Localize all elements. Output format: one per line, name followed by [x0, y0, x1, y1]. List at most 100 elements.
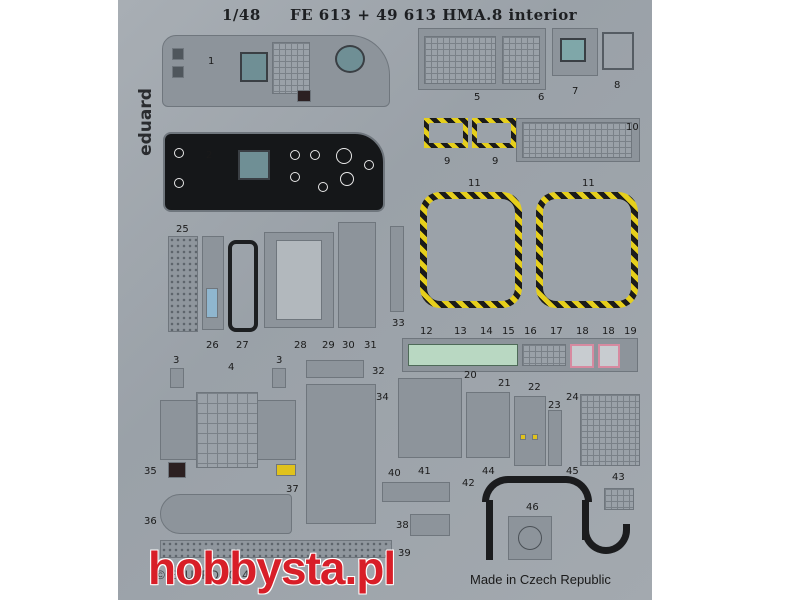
part-8-frame [602, 32, 634, 70]
part-label: 4 [228, 362, 235, 373]
part-label: 44 [482, 466, 495, 477]
part-7-screen [560, 38, 586, 62]
scale-label: 1/48 [222, 6, 261, 24]
part-9-hazard-frame [472, 118, 516, 148]
part-label: 29 [322, 340, 335, 351]
part-46-round-grille [518, 526, 542, 550]
dial-icon [310, 150, 320, 160]
dial-icon [174, 148, 184, 158]
part-25-perforated [168, 236, 198, 332]
part-1-red-lamp [297, 90, 311, 102]
part-label: 22 [528, 382, 541, 393]
part-label: 19 [624, 326, 637, 337]
part-18-pink-frame [598, 344, 620, 368]
dial-icon [290, 172, 300, 182]
part-38-strip [410, 514, 450, 536]
part-30-31-strip [338, 222, 376, 328]
part-label: 45 [566, 466, 579, 477]
part-label: 6 [538, 92, 545, 103]
attitude-indicator-icon [336, 148, 352, 164]
part-label: 38 [396, 520, 409, 531]
part-label: 35 [144, 466, 157, 477]
part-1-knob [172, 48, 184, 60]
part-10-switch-grid [522, 122, 632, 158]
part-label: 9 [492, 156, 499, 167]
part-label: 17 [550, 326, 563, 337]
part-33-strip [390, 226, 404, 312]
part-28-inset [276, 240, 322, 320]
made-in-label: Made in Czech Republic [470, 572, 611, 587]
part-22-yellow-dot [520, 434, 526, 440]
part-12-16-green-panels [408, 344, 518, 366]
part-label: 37 [286, 484, 299, 495]
part-label: 31 [364, 340, 377, 351]
part-label: 43 [612, 472, 625, 483]
part-label: 11 [468, 178, 481, 189]
part-3-bracket [272, 368, 286, 388]
part-label: 12 [420, 326, 433, 337]
part-23-strip [548, 410, 562, 466]
part-35-red-panel [168, 462, 186, 478]
part-32-knobs [306, 360, 364, 378]
cable-drop [582, 500, 589, 540]
part-24-grid [580, 394, 640, 466]
dial-icon [340, 172, 354, 186]
part-5-switch-grid [424, 36, 496, 84]
part-11-hazard-frame-right [536, 192, 638, 308]
part-9-hazard-frame [424, 118, 468, 148]
part-label: 36 [144, 516, 157, 527]
part-label: 13 [454, 326, 467, 337]
dial-icon [174, 178, 184, 188]
part-label: 23 [548, 400, 561, 411]
part-20-panel [398, 378, 462, 458]
part-2-black-panel [163, 132, 385, 212]
part-label: 46 [526, 502, 539, 513]
cable-end [582, 524, 630, 554]
part-label: 16 [524, 326, 537, 337]
part-label: 11 [582, 178, 595, 189]
part-label: 2 [206, 150, 213, 161]
part-1-knob [172, 66, 184, 78]
part-label: 1 [208, 56, 215, 67]
part-34-panel [306, 384, 376, 524]
part-22-yellow-dot [532, 434, 538, 440]
part-18-pink-frame [570, 344, 594, 368]
part-44-45-cable [482, 476, 592, 502]
copyright-text: © EDUARD 2014 [156, 568, 249, 582]
cable-drop [486, 500, 493, 560]
part-22-panel [514, 396, 546, 466]
part-label: 41 [418, 466, 431, 477]
part-label: 27 [236, 340, 249, 351]
part-label: 18 [602, 326, 615, 337]
part-label: 3 [276, 355, 283, 366]
part-2-display [238, 150, 270, 180]
part-label: 9 [444, 156, 451, 167]
dial-icon [318, 182, 328, 192]
part-11-hazard-frame-left [420, 192, 522, 308]
part-label: 8 [614, 80, 621, 91]
dial-icon [290, 150, 300, 160]
part-label: 24 [566, 392, 579, 403]
part-label: 33 [392, 318, 405, 329]
part-label: 3 [173, 355, 180, 366]
part-label: 34 [376, 392, 389, 403]
dial-icon [364, 160, 374, 170]
part-label: 26 [206, 340, 219, 351]
bottom-perforated-strip [160, 540, 392, 558]
part-label: 25 [176, 224, 189, 235]
part-43-grid [604, 488, 634, 510]
part-37-yellow-tab [276, 464, 296, 476]
part-36-plate [160, 494, 292, 534]
part-label: 14 [480, 326, 493, 337]
part-label: 39 [398, 548, 411, 559]
part-label: 28 [294, 340, 307, 351]
part-1-gauge [335, 45, 365, 73]
brand-logo: eduard [135, 88, 156, 156]
part-4-grid [196, 392, 258, 468]
part-label: 42 [462, 478, 475, 489]
part-label: 40 [388, 468, 401, 479]
set-title: FE 613 + 49 613 HMA.8 interior [290, 6, 578, 24]
part-label: 30 [342, 340, 355, 351]
part-27-frame [228, 240, 258, 332]
part-1-screen [240, 52, 268, 82]
